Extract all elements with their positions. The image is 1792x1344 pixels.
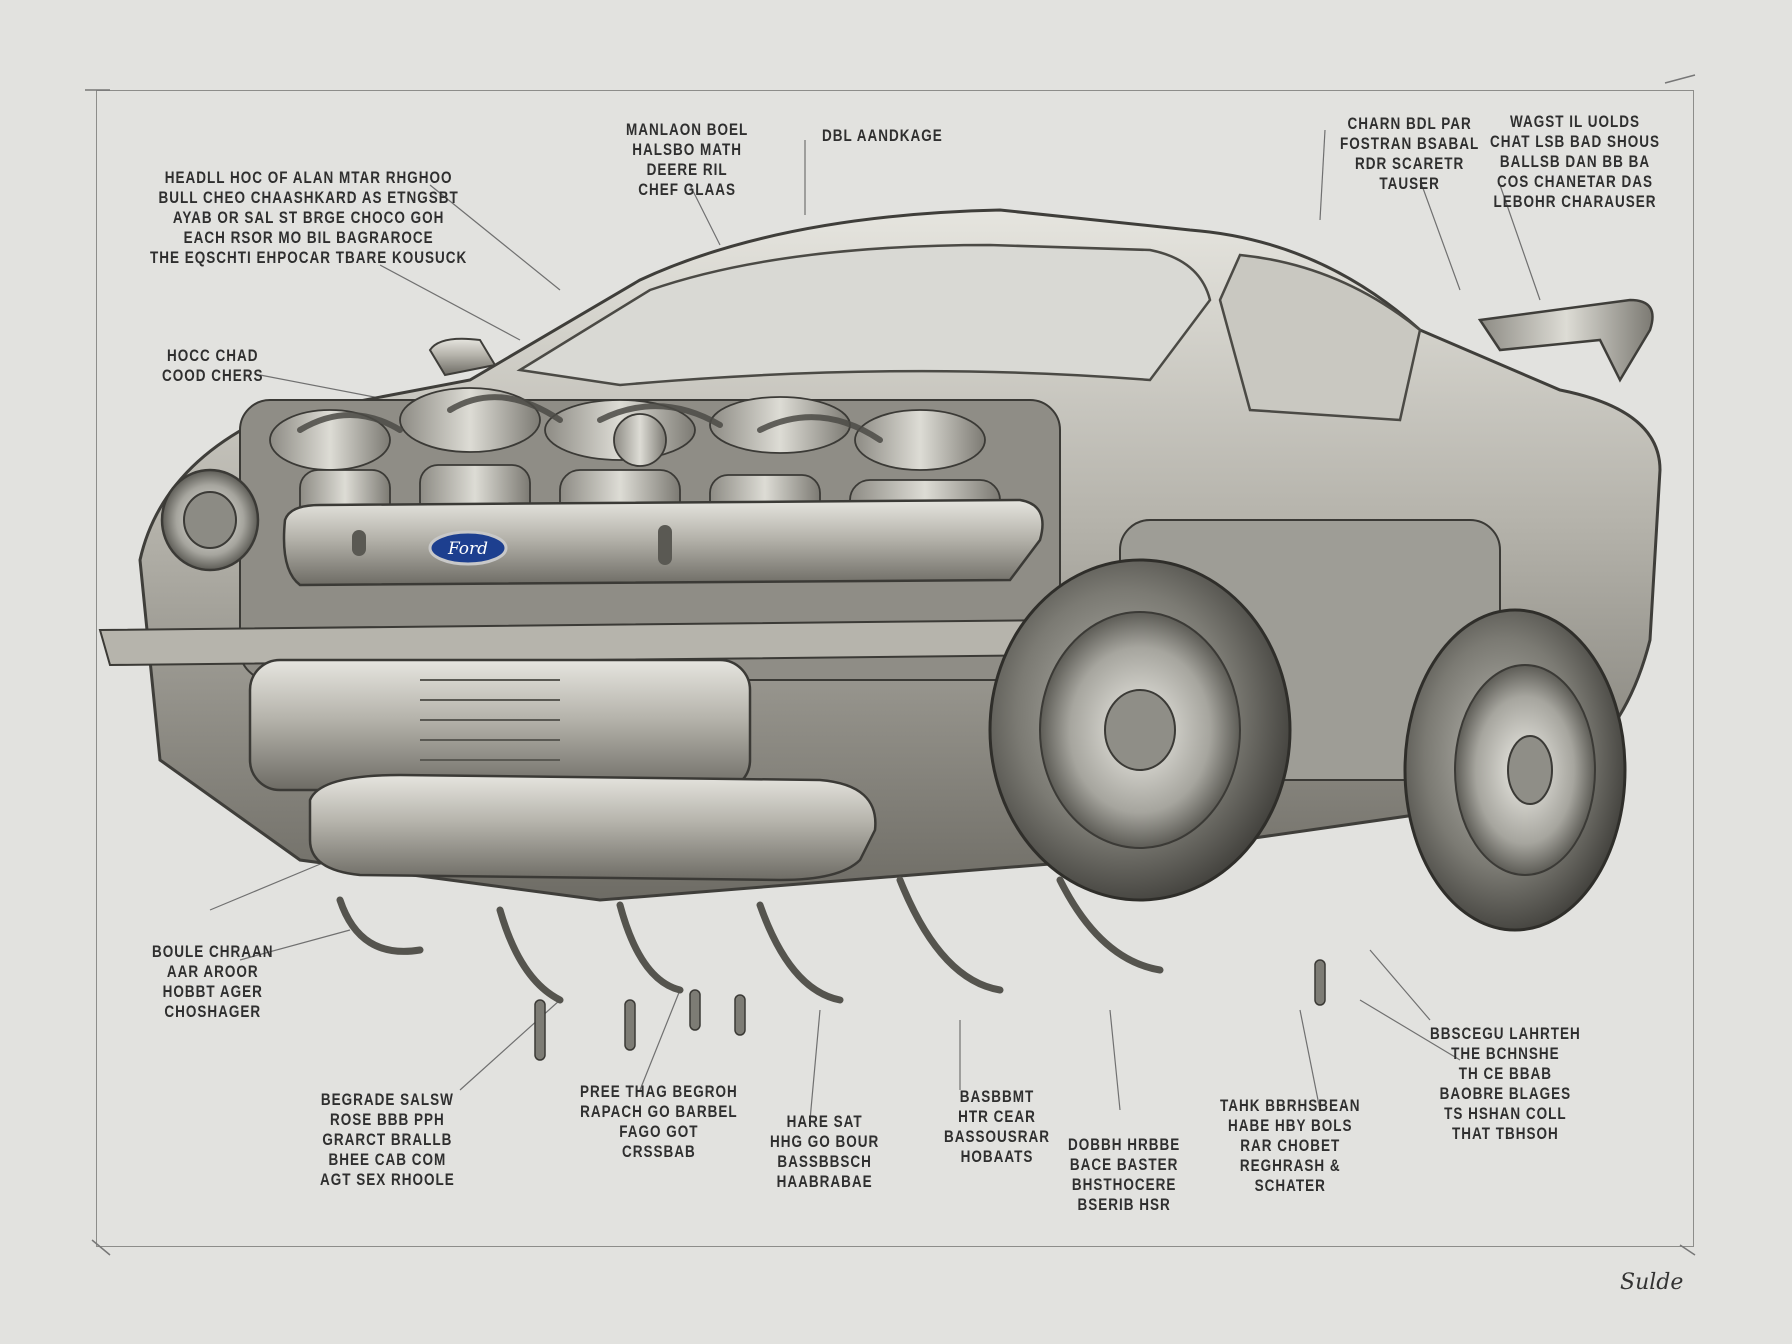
headlight (160, 468, 260, 572)
windshield-frame (516, 243, 1212, 387)
rear-spoiler (1477, 298, 1654, 383)
callout-c3: HEADLL HOC OF ALAN MTAR RHGHOO BULL CHEO… (150, 168, 468, 267)
bumper-slot-left (352, 530, 366, 556)
bumper-slot-right (658, 525, 672, 565)
artist-signature: Sulde (1620, 1270, 1684, 1295)
front-wheel (988, 558, 1292, 902)
exhaust-pipes (336, 876, 1164, 1004)
callout-c12: DOBBH HRBBE BACE BASTER BHSTHOCERE BSERI… (1068, 1135, 1181, 1214)
callout-c11: BASBBMT HTR CEAR BASSOUSRAR HOBAATS (944, 1087, 1051, 1166)
rear-wheel (1403, 608, 1627, 932)
badge-text: Ford (447, 539, 488, 559)
drip-fittings (534, 959, 1326, 1061)
callout-c13: TAHK BBRHSBEAN HABE HBY BOLS RAR CHOBET … (1220, 1096, 1361, 1195)
side-mirror (428, 337, 497, 377)
leader-lines (209, 129, 1541, 1121)
callout-c4: HOCC CHAD COOD CHERS (162, 346, 264, 385)
ford-badge: Ford (428, 530, 508, 566)
corner-ticks (85, 74, 1696, 1256)
callout-c14: BBSCEGU LAHRTEH THE BCHNSHE TH CE BBAB B… (1430, 1024, 1581, 1143)
callout-c7: BOULE CHRAAN AAR AROOR HOBBT AGER CHOSHA… (152, 942, 274, 1021)
drawing-frame (96, 90, 1694, 1247)
callout-c2: DBL AANDKAGE (822, 126, 943, 145)
rear-window (1218, 253, 1422, 422)
callout-c1: MANLAON BOEL HALSBO MATH DEERE RIL CHEF … (626, 120, 749, 199)
callout-c6: WAGST IL UOLDS CHAT LSB BAD SHOUS BALLSB… (1490, 112, 1661, 211)
lower-subframe (98, 618, 1072, 882)
callout-c5: CHARN BDL PAR FOSTRAN BSABAL RDR SCARETR… (1340, 114, 1480, 193)
callout-c10: HARE SAT HHG GO BOUR BASSBBSCH HAABRABAE (770, 1112, 880, 1191)
callout-c8: BEGRADE SALSW ROSE BBB PPH GRARCT BRALLB… (320, 1090, 455, 1189)
callout-c9: PREE THAG BEGROH RAPACH GO BARBEL FAGO G… (580, 1082, 738, 1161)
